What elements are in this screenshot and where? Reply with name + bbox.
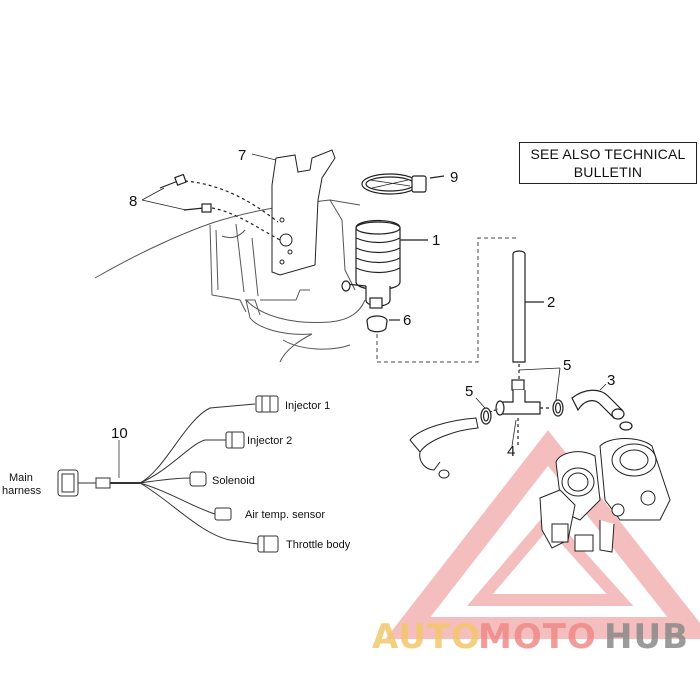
- label-injector-2: Injector 2: [247, 435, 292, 447]
- watermark-logo: [385, 430, 700, 639]
- callout-10: 10: [111, 425, 128, 442]
- label-injector-1: Injector 1: [285, 400, 330, 412]
- watermark-moto: MOTO: [478, 617, 597, 657]
- technical-bulletin-note: SEE ALSO TECHNICAL BULLETIN: [519, 142, 697, 184]
- clip-part: [366, 315, 400, 333]
- callout-1: 1: [432, 232, 440, 249]
- wiring-harness: [57, 395, 279, 553]
- leader-lines: [141, 153, 607, 447]
- frame-outline: [94, 199, 366, 363]
- callout-5-left: 5: [465, 383, 473, 400]
- label-main-harness-1: Main: [9, 472, 33, 484]
- watermark-hub: HUB: [604, 617, 689, 657]
- callout-7: 7: [238, 147, 246, 164]
- watermark-text: AUTO MOTO HUB: [372, 617, 689, 657]
- hose-clamp-parts: [480, 399, 564, 425]
- label-air-temp-sensor: Air temp. sensor: [245, 509, 325, 521]
- callout-9: 9: [450, 169, 458, 186]
- label-throttle-body: Throttle body: [286, 539, 351, 551]
- canister-part: [341, 219, 428, 309]
- bracket-part: [271, 149, 336, 276]
- note-line-2: BULLETIN: [573, 164, 643, 180]
- tee-fitting-part: [495, 379, 552, 445]
- callout-3: 3: [607, 372, 615, 389]
- callout-8: 8: [129, 193, 137, 210]
- callout-4: 4: [507, 443, 515, 460]
- elbow-hose-part: [571, 389, 633, 431]
- label-main-harness-2: harness: [2, 485, 42, 497]
- screw-parts: [159, 173, 281, 241]
- tube-part: [512, 250, 544, 380]
- label-solenoid: Solenoid: [212, 475, 255, 487]
- watermark-auto: AUTO: [372, 617, 481, 657]
- clamp-part: [361, 173, 445, 195]
- callout-6: 6: [403, 312, 411, 329]
- routing-line: [376, 237, 518, 363]
- callout-5-right: 5: [563, 357, 571, 374]
- callout-2: 2: [547, 294, 555, 311]
- throttle-body-part: [409, 417, 671, 553]
- note-line-1: SEE ALSO TECHNICAL: [530, 146, 686, 162]
